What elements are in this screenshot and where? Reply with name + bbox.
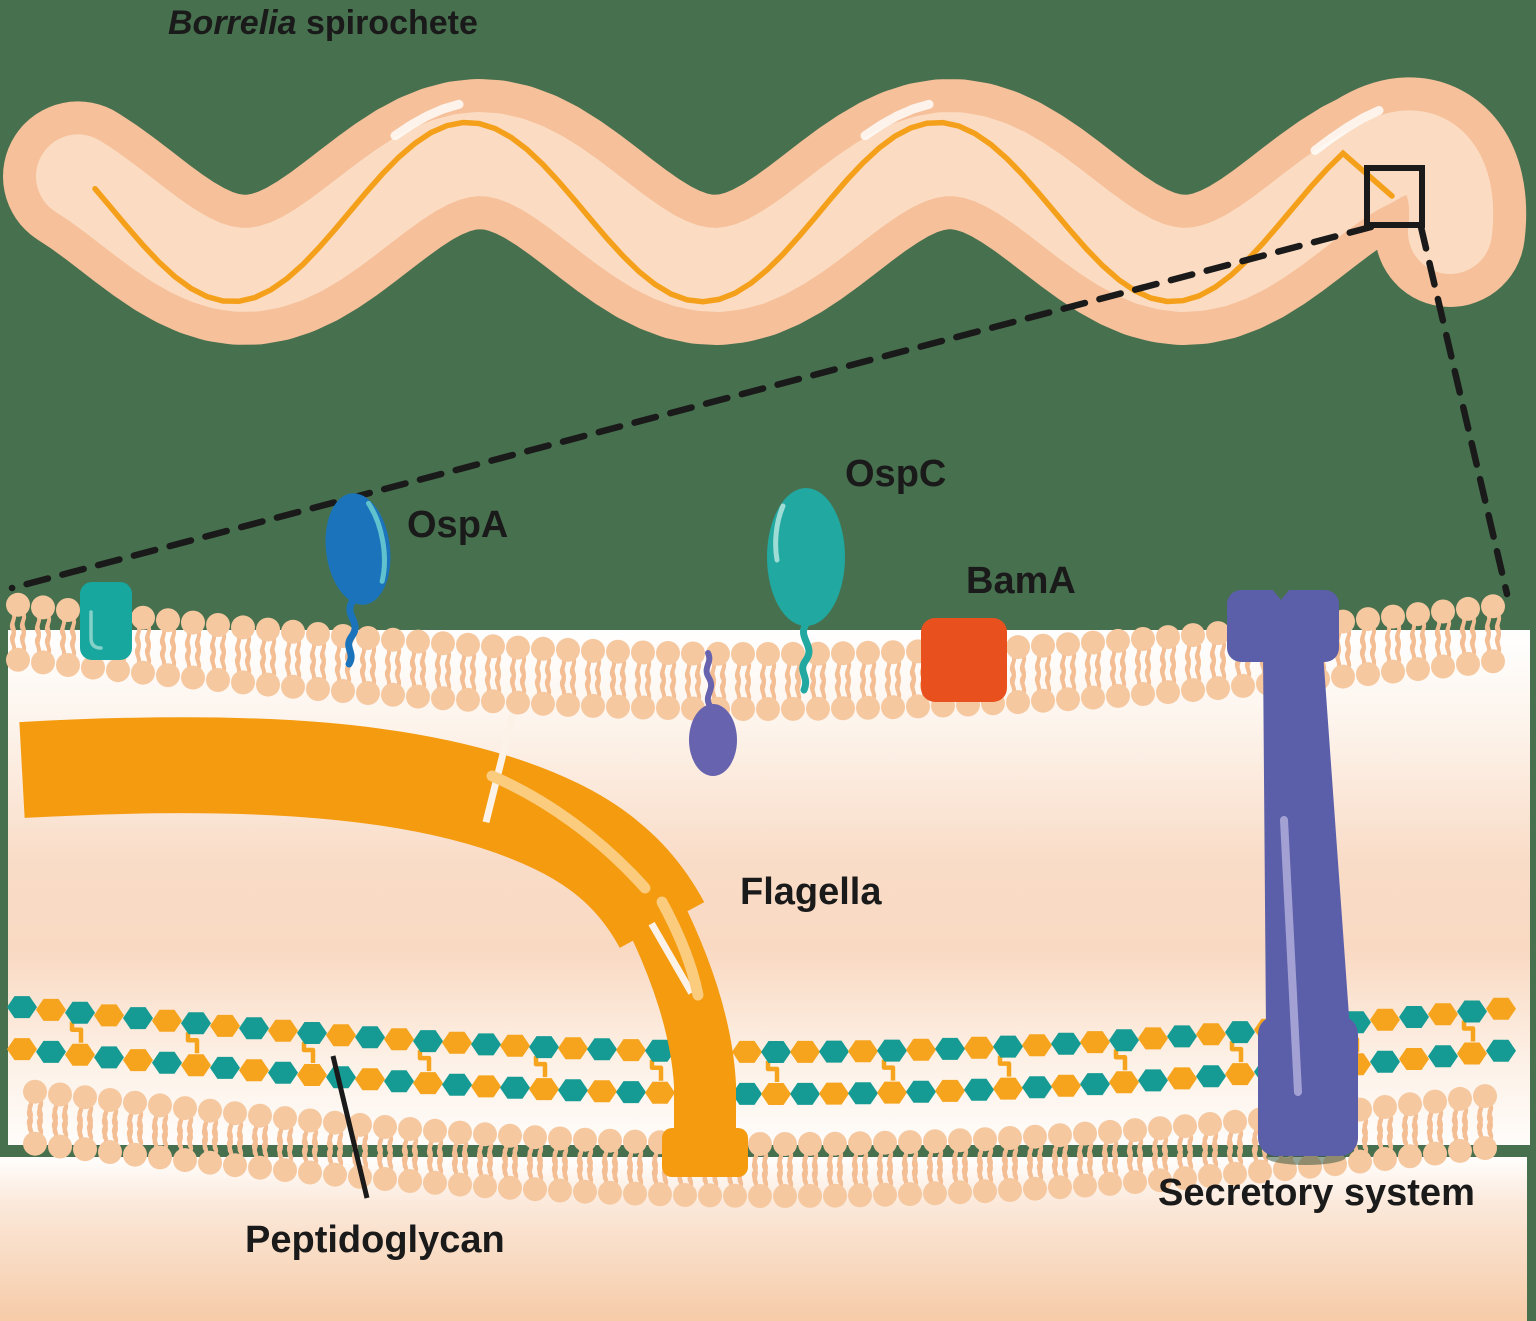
peptidoglycan-leader-line bbox=[330, 1055, 370, 1199]
pg-links bbox=[69, 1020, 1476, 1082]
title-italic: Borrelia bbox=[168, 4, 297, 42]
flagella-highlight-2 bbox=[656, 896, 704, 1001]
ospA-protein bbox=[325, 493, 391, 605]
purple-periplasmic-protein bbox=[689, 704, 737, 776]
flagella-highlight bbox=[486, 770, 651, 894]
secretory-cap bbox=[1227, 590, 1339, 662]
peptidoglycan-label: Peptidoglycan bbox=[245, 1219, 505, 1261]
title-rest: spirochete bbox=[296, 4, 478, 42]
ospA-anchor bbox=[345, 598, 359, 668]
body-highlight bbox=[1310, 106, 1384, 155]
zoom-box bbox=[1364, 165, 1425, 228]
secretory-cap-notch bbox=[1272, 589, 1290, 600]
internal-filament bbox=[92, 119, 1395, 305]
ospC-protein bbox=[767, 488, 845, 626]
flagella-structure bbox=[19, 712, 748, 1177]
membrane-proteins bbox=[80, 488, 1358, 1165]
flagella-filament-vertical bbox=[622, 890, 736, 1134]
secretory-column bbox=[1263, 652, 1350, 1030]
flagella-motor bbox=[662, 1128, 748, 1177]
bamA-protein bbox=[921, 618, 1007, 702]
body-highlight bbox=[390, 99, 464, 141]
flagella-segment-gap bbox=[482, 712, 517, 824]
ospC-anchor bbox=[799, 620, 813, 694]
secretory-base bbox=[1258, 1016, 1358, 1156]
flagella-segment-gap-2 bbox=[648, 921, 695, 995]
bamA-label: BamA bbox=[966, 560, 1076, 602]
ospA-highlight bbox=[366, 500, 387, 584]
teal-protein-highlight bbox=[89, 610, 103, 650]
ospC-highlight bbox=[773, 503, 786, 563]
body-highlight bbox=[860, 99, 934, 141]
ospC-label: OspC bbox=[845, 453, 947, 495]
diagram-title: Borrelia spirochete bbox=[168, 6, 478, 40]
purple-protein-anchor bbox=[703, 650, 715, 709]
secretory-highlight bbox=[1280, 816, 1302, 1096]
flagella-label: Flagella bbox=[740, 871, 882, 913]
cytoplasm-band bbox=[0, 1157, 1527, 1321]
teal-membrane-protein bbox=[80, 582, 132, 660]
secretory-system-label: Secretory system bbox=[1158, 1172, 1475, 1214]
ospA-label: OspA bbox=[407, 504, 509, 546]
zoom-dash-left bbox=[8, 223, 1375, 592]
zoom-wedge bbox=[8, 165, 1511, 598]
zoom-dash-right bbox=[1417, 223, 1511, 598]
